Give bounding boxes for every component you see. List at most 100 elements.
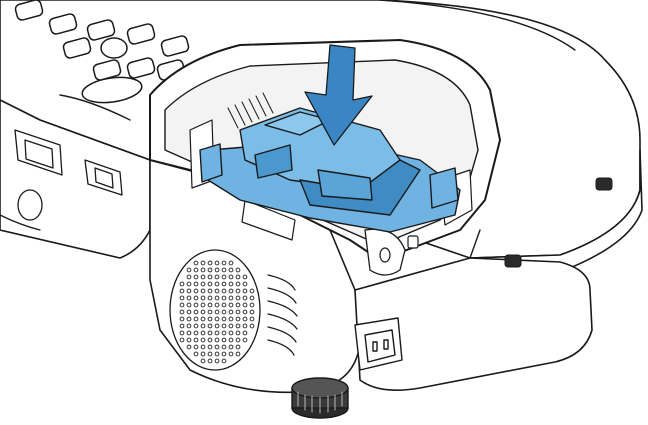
grille-hole	[235, 323, 241, 329]
grille-hole	[228, 337, 234, 343]
grille-hole	[228, 344, 234, 350]
grille-hole	[221, 330, 227, 336]
grille-hole	[200, 302, 206, 308]
grille-hole	[235, 309, 241, 315]
grille-hole	[221, 344, 227, 350]
grille-hole	[221, 267, 227, 273]
side-ports	[0, 129, 123, 231]
grille-hole	[179, 295, 185, 301]
grille-hole	[207, 288, 213, 294]
grille-hole	[207, 281, 213, 287]
lamp-heatsink	[227, 92, 274, 129]
grille-hole	[242, 295, 248, 301]
button	[126, 57, 156, 79]
grille-hole	[235, 330, 241, 336]
grille-hole	[207, 309, 213, 315]
grille-hole	[221, 337, 227, 343]
grille-hole	[207, 344, 213, 350]
grille-hole	[221, 358, 227, 364]
grille-hole	[200, 295, 206, 301]
grille-hole	[228, 323, 234, 329]
button	[86, 19, 116, 41]
grille-hole	[179, 337, 185, 343]
grille-hole	[249, 316, 255, 322]
insert-arrow	[304, 44, 373, 146]
grille-hole	[207, 295, 213, 301]
grille-hole	[179, 281, 185, 287]
grille-hole	[193, 309, 199, 315]
grille-hole	[200, 281, 206, 287]
grille-hole	[235, 302, 241, 308]
grille-hole	[186, 281, 192, 287]
grille-hole	[235, 267, 241, 273]
grille-hole	[249, 288, 255, 294]
grille-hole	[228, 288, 234, 294]
grille-hole	[179, 302, 185, 308]
grille-hole	[242, 309, 248, 315]
grille-hole	[235, 351, 241, 357]
grille-hole	[228, 351, 234, 357]
grille-hole	[228, 260, 234, 266]
rear-feet	[504, 177, 613, 268]
grille-hole	[186, 323, 192, 329]
grille-hole	[228, 274, 234, 280]
grille-hole	[221, 281, 227, 287]
grille-hole	[214, 344, 220, 350]
grille-hole	[214, 330, 220, 336]
grille-hole	[200, 323, 206, 329]
button	[14, 0, 44, 21]
grille-hole	[242, 330, 248, 336]
grille-hole	[242, 323, 248, 329]
grille-hole	[193, 337, 199, 343]
grille-hole	[221, 316, 227, 322]
grille-hole	[214, 337, 220, 343]
grille-hole	[242, 316, 248, 322]
grille-hole	[249, 323, 255, 329]
grille-hole	[200, 288, 206, 294]
button	[126, 23, 156, 45]
grille-hole	[193, 351, 199, 357]
grille-hole	[200, 337, 206, 343]
grille-hole	[214, 281, 220, 287]
grille-hole	[200, 358, 206, 364]
grille-hole	[214, 323, 220, 329]
grille-hole	[214, 358, 220, 364]
grille-hole	[214, 351, 220, 357]
grille-hole	[207, 302, 213, 308]
grille-hole	[193, 274, 199, 280]
grille-hole	[200, 260, 206, 266]
grille-hole	[186, 295, 192, 301]
grille-hole	[186, 309, 192, 315]
button	[81, 76, 143, 104]
grille-hole	[186, 316, 192, 322]
grille-hole	[207, 351, 213, 357]
button	[62, 37, 92, 59]
grille-hole	[228, 330, 234, 336]
grille-hole	[207, 260, 213, 266]
grille-hole	[228, 281, 234, 287]
grille-hole	[242, 274, 248, 280]
grille-hole	[214, 274, 220, 280]
power-inlet	[354, 317, 403, 371]
grille-hole	[242, 288, 248, 294]
grille-hole	[186, 330, 192, 336]
grille-hole	[193, 267, 199, 273]
button	[48, 13, 78, 35]
grille-hole	[228, 295, 234, 301]
lamp-block	[254, 144, 293, 179]
grille-hole	[235, 288, 241, 294]
grille-hole	[221, 323, 227, 329]
grille-hole	[193, 281, 199, 287]
vent-slots	[267, 274, 298, 356]
grille-hole	[179, 288, 185, 294]
top-surface-edges	[59, 0, 576, 259]
grille-hole	[200, 344, 206, 350]
grille-hole	[228, 302, 234, 308]
grille-hole	[179, 330, 185, 336]
grille-hole	[186, 288, 192, 294]
grille-hole	[207, 267, 213, 273]
button	[160, 35, 190, 57]
grille-hole	[228, 267, 234, 273]
grille-hole	[235, 295, 241, 301]
grille-hole	[228, 309, 234, 315]
